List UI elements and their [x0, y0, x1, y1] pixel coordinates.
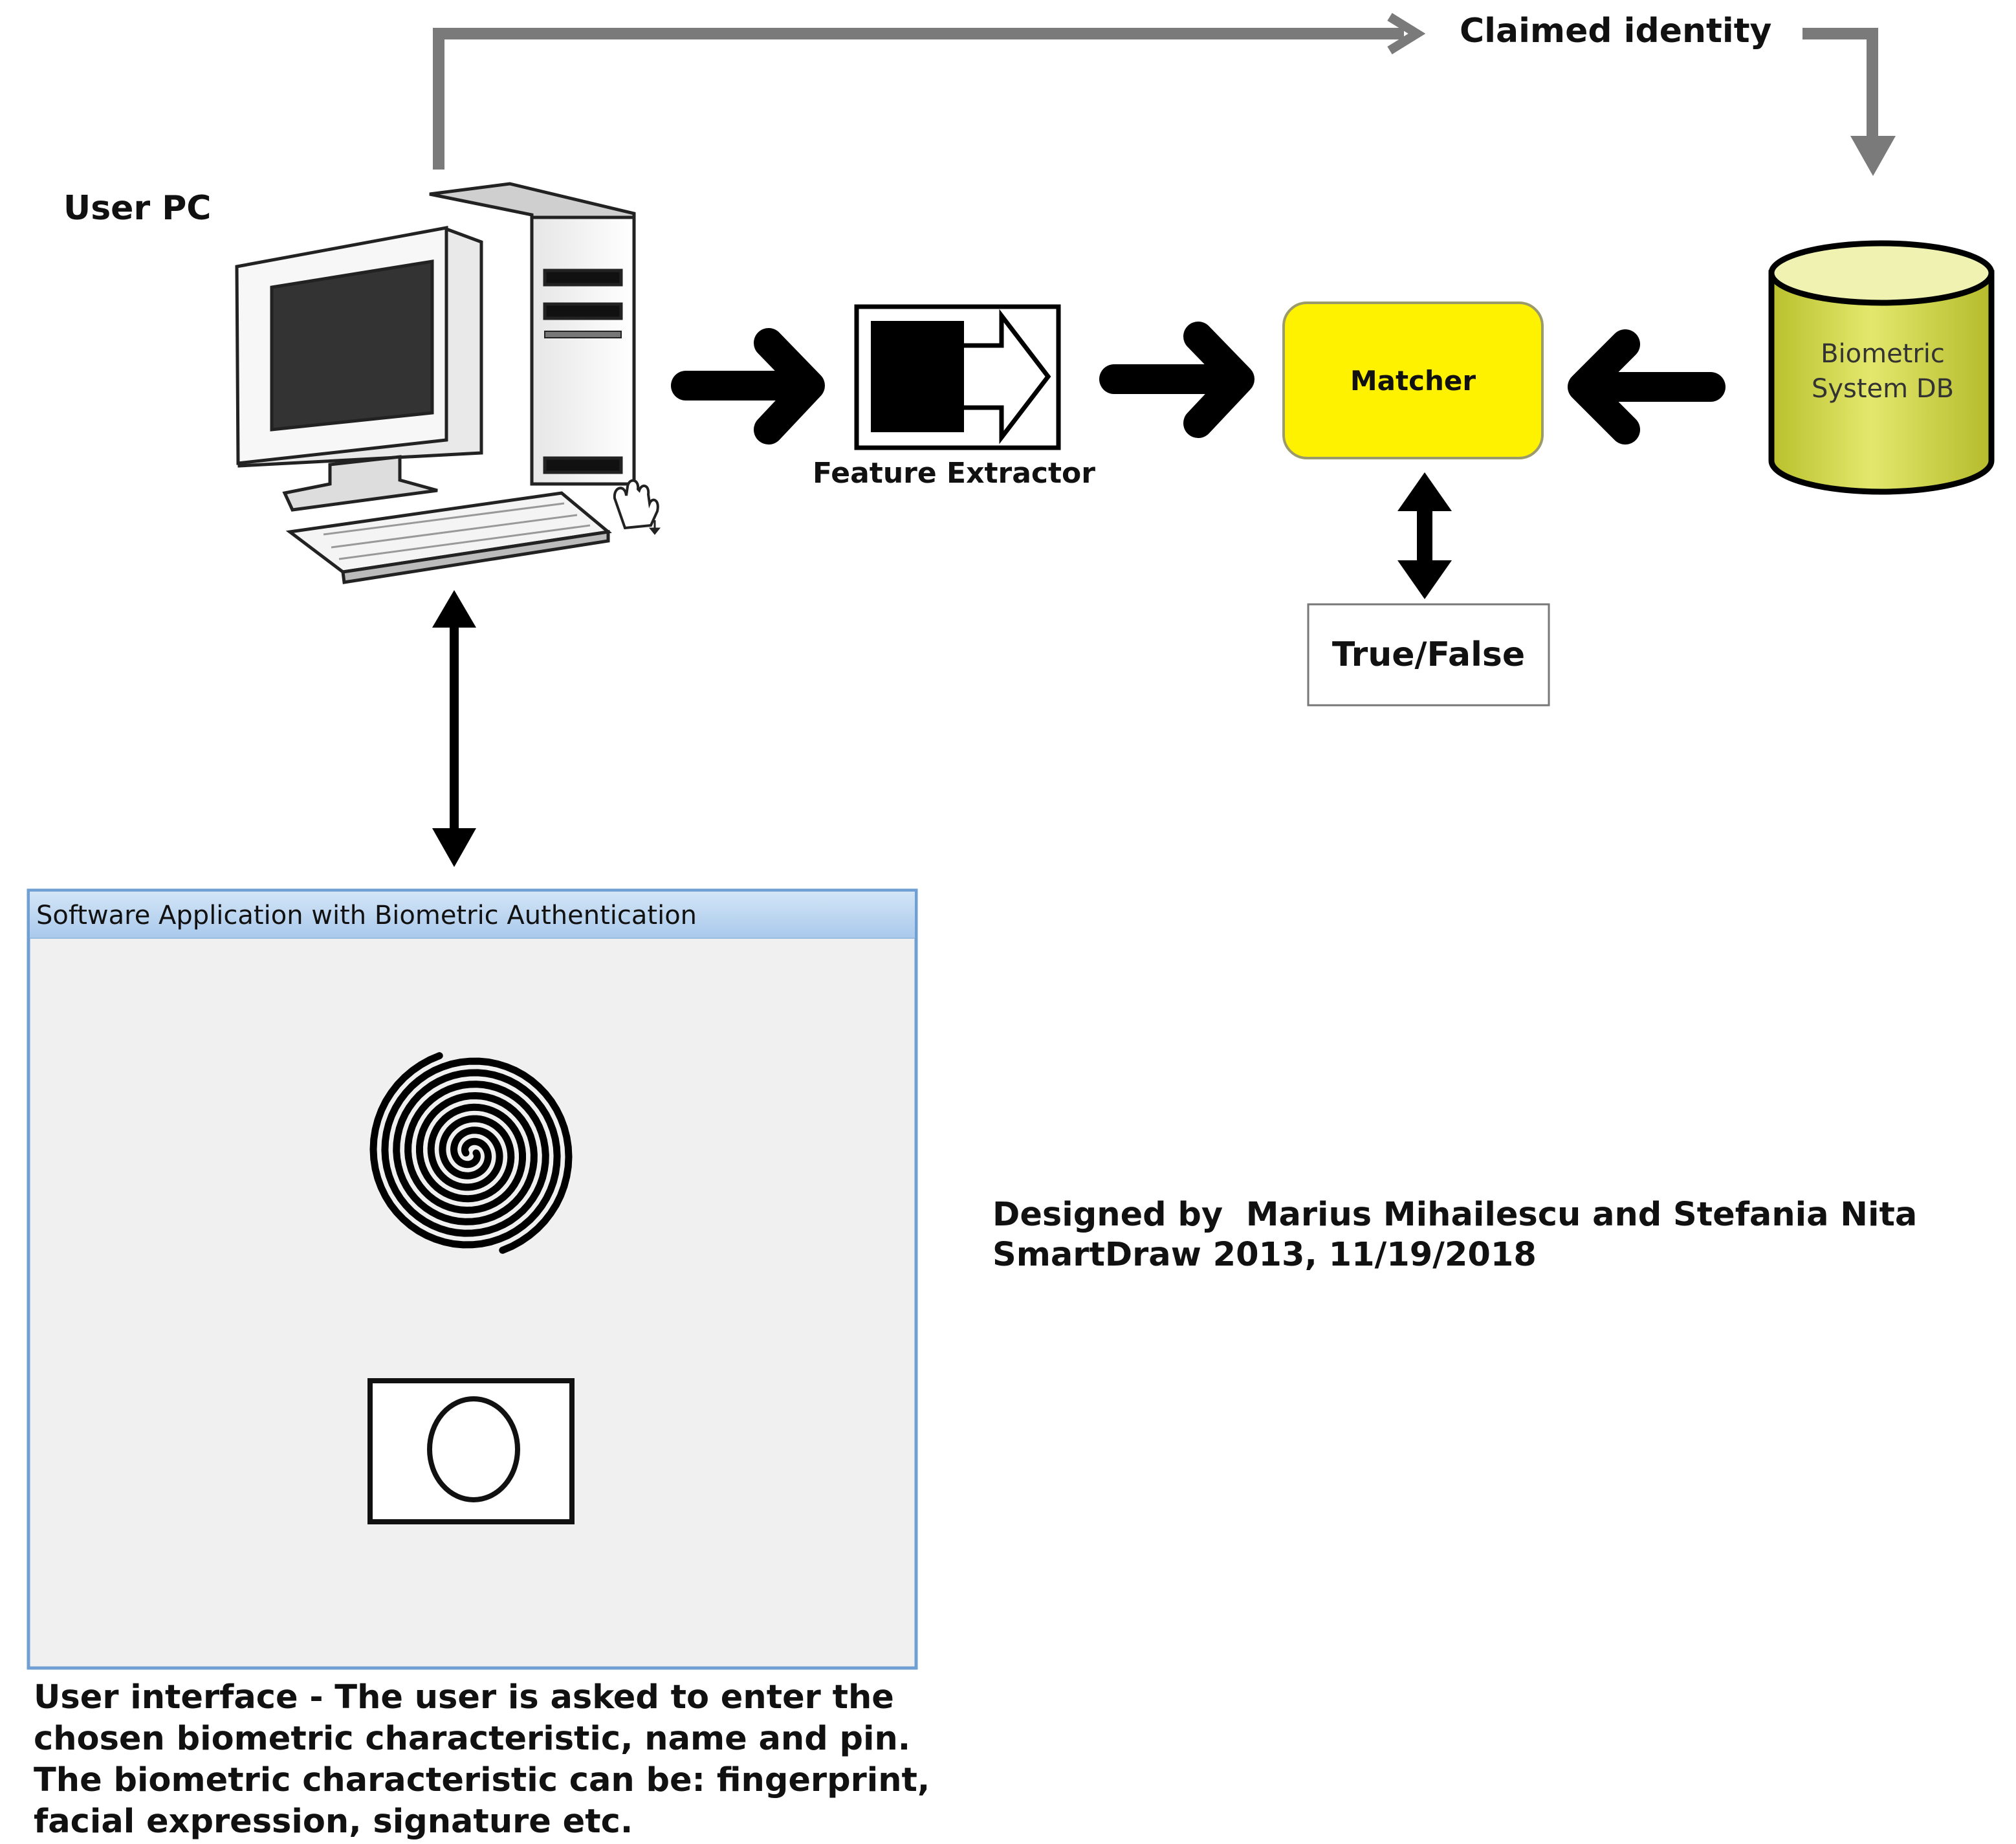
result-box	[1307, 603, 1550, 707]
arrow-pc-to-extractor	[671, 328, 825, 445]
feature-extractor-label: Feature Extractor	[813, 457, 1095, 490]
claimed-identity-label: Claimed identity	[1460, 12, 1772, 50]
feature-extractor-box	[854, 304, 1061, 450]
matcher-label: Matcher	[1350, 364, 1476, 397]
user-pc-icon	[235, 182, 661, 584]
arrow-pc-window	[432, 590, 476, 867]
arrow-matcher-result	[1397, 472, 1452, 599]
credits-line-1: Designed by Marius Mihailescu and Stefan…	[992, 1196, 1918, 1234]
claimed-identity-arrowhead	[1850, 136, 1896, 176]
database-label-line1: Biometric	[1821, 339, 1945, 369]
claimed-identity-connector	[433, 13, 1878, 170]
app-window-titlebar	[30, 892, 915, 938]
app-window	[27, 888, 918, 1670]
app-window-title: Software Application with Biometric Auth…	[36, 901, 697, 930]
user-interface-caption: User interface - The user is asked to en…	[34, 1678, 930, 1841]
database-label-line2: System DB	[1811, 374, 1955, 404]
database-label: Biometric System DB	[1786, 336, 1980, 406]
fingerprint-icon[interactable]	[369, 1052, 573, 1254]
matcher-box	[1282, 302, 1544, 459]
biometric-db-cylinder	[1768, 240, 1995, 495]
result-label: True/False	[1331, 635, 1526, 674]
credits-line-2: SmartDraw 2013, 11/19/2018	[992, 1236, 1537, 1274]
arrow-extractor-to-matcher	[1099, 322, 1255, 438]
face-capture-icon[interactable]	[367, 1378, 575, 1524]
user-pc-label: User PC	[63, 189, 212, 228]
arrow-db-to-matcher	[1568, 329, 1726, 445]
